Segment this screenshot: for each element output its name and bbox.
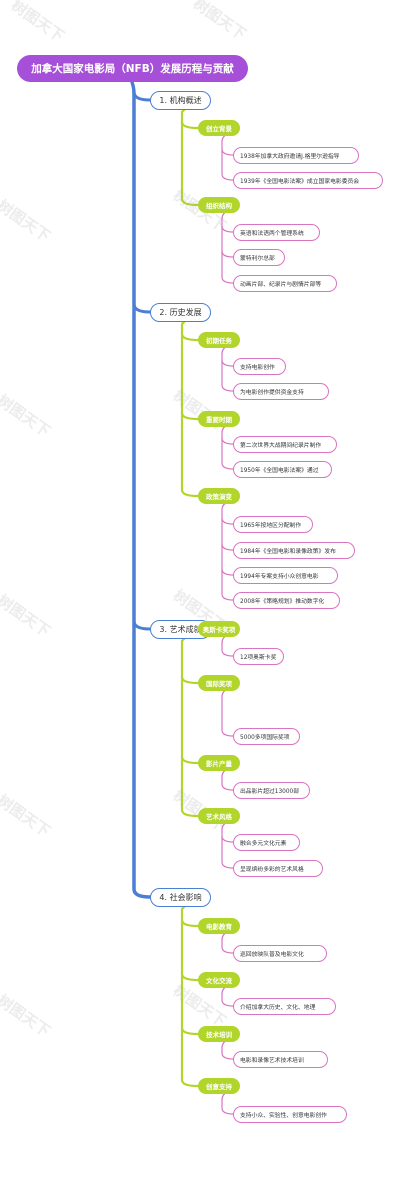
item-4-4-1[interactable]: 支持小众、实验性、创意电影创作	[233, 1105, 347, 1123]
item-trunk-connector	[221, 210, 234, 284]
group-3-2[interactable]: 国际奖项	[198, 675, 240, 691]
group-1-1[interactable]: 创立背景	[198, 120, 240, 136]
section-2[interactable]: 2. 历史发展	[150, 302, 211, 322]
item-1-2-1[interactable]: 英语和法语两个管理系统	[233, 223, 320, 241]
item-trunk-connector	[221, 634, 234, 657]
group-2-3[interactable]: 政策演变	[198, 488, 240, 504]
item-4-2-1[interactable]: 介绍加拿大历史、文化、地理	[233, 997, 336, 1015]
item-2-2-2[interactable]: 1950年《全国电影法案》通过	[233, 460, 332, 478]
item-3-4-2[interactable]: 呈现缤纷多彩的艺术风格	[233, 859, 323, 877]
group-trunk-connector	[180, 904, 200, 1088]
item-4-1-1[interactable]: 巡回放映队普及电影文化	[233, 944, 327, 962]
item-connector	[221, 225, 234, 233]
group-4-1[interactable]: 电影教育	[198, 918, 240, 934]
group-3-4[interactable]: 艺术风格	[198, 808, 240, 824]
item-2-1-1[interactable]: 支持电影创作	[233, 357, 286, 375]
item-2-3-4[interactable]: 2008年《策略规划》推动数字化	[233, 591, 340, 609]
item-connector	[221, 250, 234, 258]
item-1-1-1[interactable]: 1938年加拿大政府邀请J.格里尔逊指导	[233, 146, 359, 164]
item-trunk-connector	[221, 424, 234, 470]
item-1-2-3[interactable]: 动画片部、纪录片与剧情片部等	[233, 274, 337, 292]
item-connector	[221, 568, 234, 576]
group-trunk-connector	[180, 636, 200, 818]
item-trunk-connector	[221, 345, 234, 392]
item-2-1-2[interactable]: 为电影创作提供资金支持	[233, 382, 329, 400]
item-2-3-2[interactable]: 1984年《全国电影和录像政策》发布	[233, 541, 355, 559]
group-connector	[180, 120, 200, 130]
item-trunk-connector	[221, 768, 234, 791]
group-connector	[180, 918, 200, 928]
item-trunk-connector	[221, 985, 234, 1007]
group-4-3[interactable]: 技术培训	[198, 1026, 240, 1042]
group-3-1[interactable]: 奥斯卡奖项	[198, 621, 240, 637]
item-3-1-1[interactable]: 12项奥斯卡奖	[233, 647, 284, 665]
item-trunk-connector	[221, 931, 234, 954]
item-trunk-connector	[221, 501, 234, 601]
item-2-3-3[interactable]: 1994年专案支持小众创意电影	[233, 566, 338, 584]
trunk-connector	[130, 80, 152, 899]
group-trunk-connector	[180, 319, 200, 498]
group-connector	[180, 332, 200, 342]
group-connector	[180, 755, 200, 765]
item-2-2-1[interactable]: 第二次世界大战期间纪录片制作	[233, 435, 337, 453]
section-connector	[132, 90, 152, 102]
group-3-3[interactable]: 影片产量	[198, 755, 240, 771]
group-connector	[180, 675, 200, 685]
group-2-1[interactable]: 初期任务	[198, 332, 240, 348]
section-connector	[132, 302, 152, 314]
section-4[interactable]: 4. 社会影响	[150, 887, 211, 907]
root-topic[interactable]: 加拿大国家电影局（NFB）发展历程与贡献	[17, 55, 248, 82]
item-trunk-connector	[221, 1091, 234, 1115]
group-connector	[180, 972, 200, 982]
section-1[interactable]: 1. 机构概述	[150, 90, 211, 110]
group-1-2[interactable]: 组织结构	[198, 197, 240, 213]
group-connector	[180, 1026, 200, 1036]
section-connector	[132, 619, 152, 631]
group-2-2[interactable]: 重要时期	[198, 411, 240, 427]
item-trunk-connector	[221, 821, 234, 869]
item-1-2-2[interactable]: 蒙特利尔总部	[233, 248, 285, 266]
item-connector	[221, 835, 234, 843]
item-trunk-connector	[221, 688, 234, 737]
item-trunk-connector	[221, 133, 234, 181]
group-4-4[interactable]: 创意支持	[198, 1078, 240, 1094]
item-connector	[221, 517, 234, 525]
item-connector	[221, 543, 234, 551]
item-3-4-1[interactable]: 融合多元文化元素	[233, 833, 300, 851]
item-2-3-1[interactable]: 1965年按地区分配制作	[233, 515, 313, 533]
item-3-2-1[interactable]: 5000多项国际奖项	[233, 727, 300, 745]
group-4-2[interactable]: 文化交流	[198, 972, 240, 988]
item-4-3-1[interactable]: 电影和录像艺术技术培训	[233, 1050, 328, 1068]
item-3-3-1[interactable]: 出品影片超过13000部	[233, 781, 310, 799]
item-trunk-connector	[221, 1039, 234, 1060]
item-connector	[221, 437, 234, 445]
group-trunk-connector	[180, 107, 200, 207]
group-connector	[180, 411, 200, 421]
item-1-1-2[interactable]: 1939年《全国电影法案》成立国家电影委员会	[233, 171, 383, 189]
item-connector	[221, 359, 234, 367]
item-connector	[221, 148, 234, 156]
